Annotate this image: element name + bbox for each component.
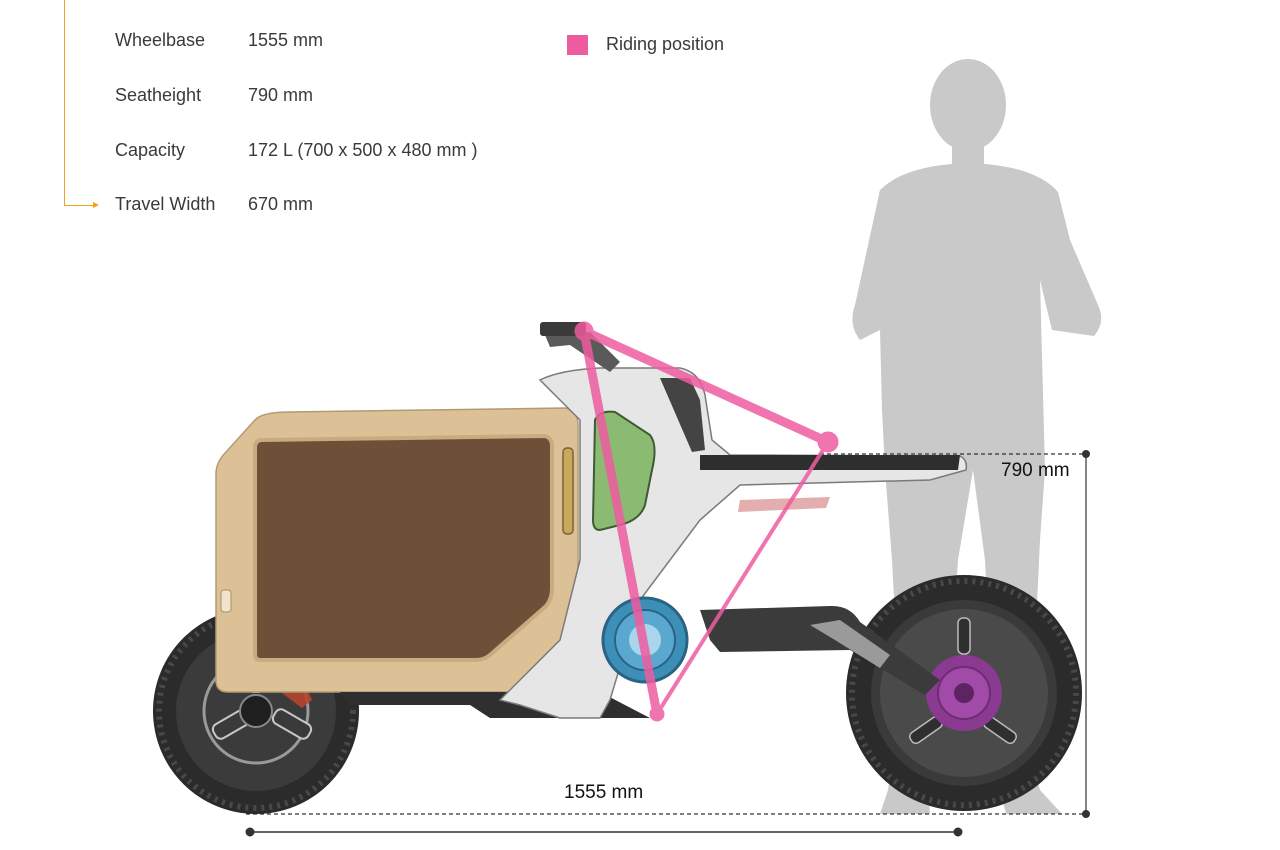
- spec-bracket-pointer: [64, 205, 94, 206]
- spec-value: 1555 mm: [248, 30, 324, 50]
- spec-label: Travel Width: [115, 194, 216, 214]
- legend-label: Riding position: [606, 34, 725, 54]
- rear-wheel: [846, 575, 1082, 811]
- wheelbase-dimension: [245, 813, 1086, 837]
- cargo-box: [215, 407, 579, 693]
- spec-value: 172 L (700 x 500 x 480 mm ): [248, 140, 478, 160]
- spec-label: Capacity: [115, 140, 186, 160]
- wheelbase-label: 1555 mm: [564, 782, 644, 803]
- seat-height-label: 790 mm: [1001, 460, 1070, 481]
- riding-position-overlay: [574, 321, 839, 722]
- spec-value: 670 mm: [248, 194, 314, 214]
- spec-bracket-arrow-icon: [93, 202, 99, 208]
- spec-value: 790 mm: [248, 85, 314, 105]
- spec-label: Wheelbase: [115, 30, 206, 50]
- spec-bracket-line: [64, 0, 65, 206]
- spec-label: Seatheight: [115, 85, 202, 105]
- riding-position-swatch: [567, 35, 588, 55]
